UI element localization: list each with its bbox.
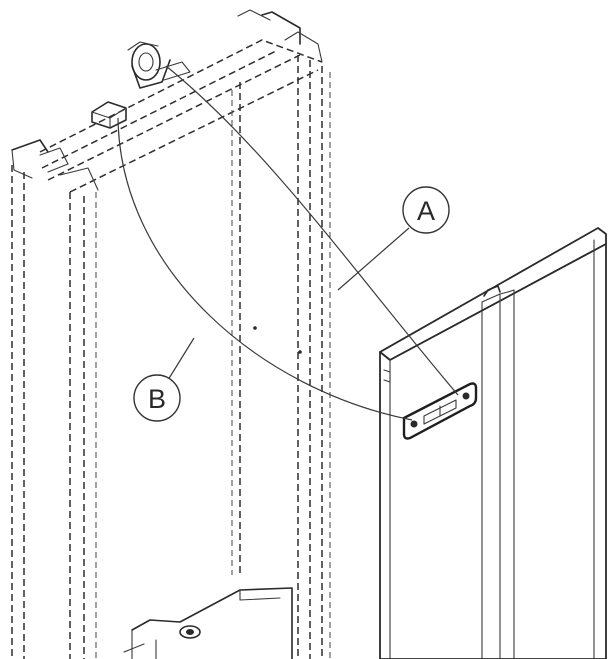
frame-top-rail	[11, 9, 323, 193]
frame-right-post	[297, 55, 331, 659]
frame-center-post	[231, 82, 241, 575]
callout-b-leader	[167, 337, 195, 381]
leader-arc-a	[165, 65, 459, 396]
screw-hole	[253, 326, 257, 330]
callout-b: B	[133, 374, 181, 422]
callout-a-leader	[337, 227, 410, 291]
callout-a-label: A	[417, 196, 435, 226]
hook-bracket	[127, 41, 191, 89]
mounting-plate	[402, 382, 478, 440]
side-panel	[379, 227, 607, 659]
plate-hole-right	[462, 392, 470, 400]
callout-b-label: B	[148, 384, 166, 414]
frame-assembly	[11, 9, 331, 659]
frame-bottom-bracket	[123, 587, 293, 659]
callout-a: A	[402, 186, 450, 234]
top-clip-bracket	[91, 101, 127, 129]
plate-hole-left	[410, 420, 418, 428]
frame-left-post	[11, 165, 97, 659]
leader-arc-b	[117, 117, 413, 421]
screw-hole	[298, 350, 302, 354]
